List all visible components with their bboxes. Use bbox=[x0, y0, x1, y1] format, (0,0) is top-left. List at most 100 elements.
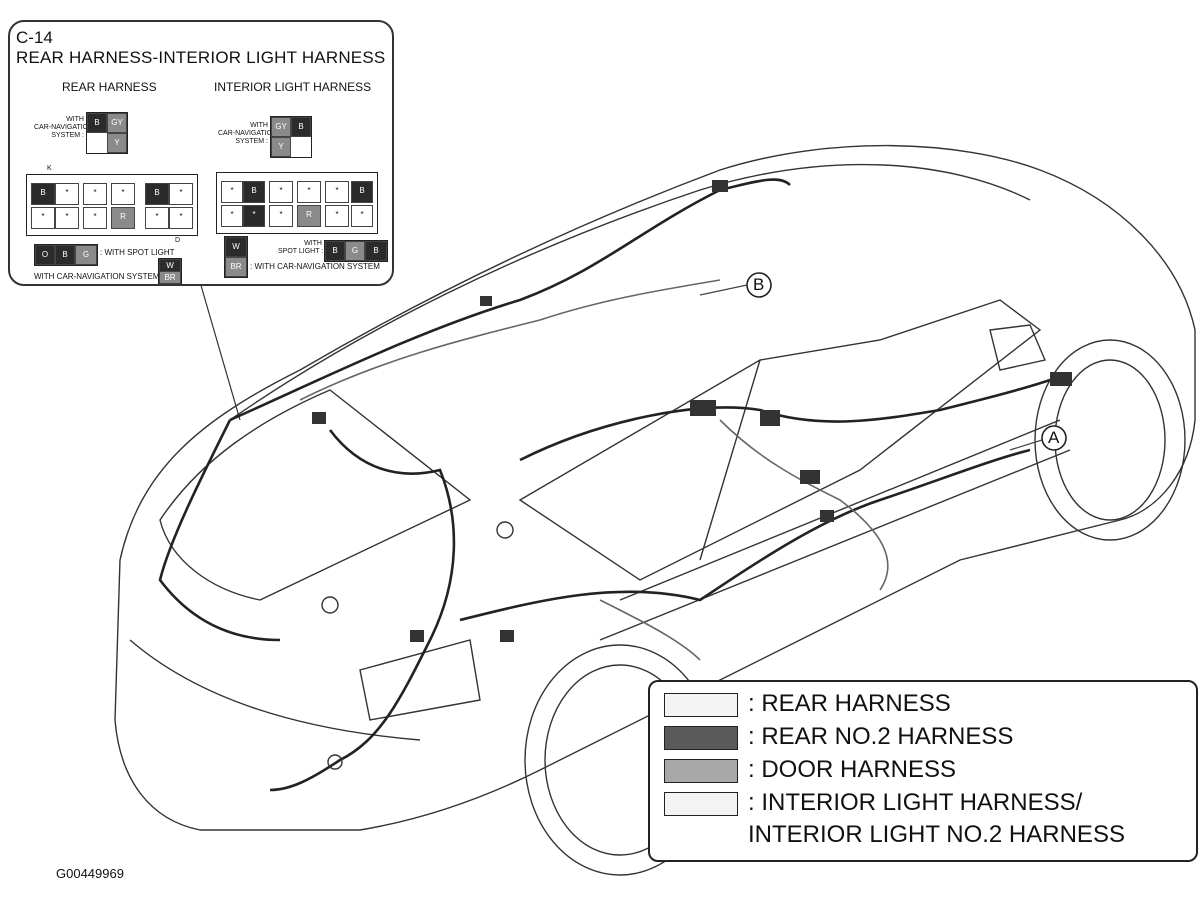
pin-cell: * bbox=[55, 183, 79, 205]
pin-cell: Y bbox=[271, 137, 291, 157]
right-nav-bottom-label: : WITH CAR-NAVIGATION SYSTEM bbox=[250, 262, 380, 271]
pin-cell: * bbox=[297, 181, 321, 203]
pin-cell: B bbox=[243, 181, 265, 203]
pin-cell: * bbox=[83, 183, 107, 205]
connector-block bbox=[1050, 372, 1072, 386]
pin-cell: * bbox=[269, 181, 293, 203]
right-main-connector: * B * * * B * * * R * * bbox=[216, 172, 378, 234]
pin-cell: R bbox=[297, 205, 321, 227]
pin-cell: G bbox=[75, 245, 97, 265]
pin-cell: B bbox=[351, 181, 373, 203]
pin-cell: W bbox=[225, 237, 247, 257]
right-nav-label: WITH CAR-NAVIGATION SYSTEM : bbox=[218, 122, 278, 145]
pin-cell: BR bbox=[159, 271, 181, 284]
rear-bumper bbox=[129, 639, 421, 741]
connector-block bbox=[312, 412, 326, 424]
left-nav-bottom-label: WITH CAR-NAVIGATION SYSTEM : bbox=[34, 272, 164, 281]
pin-cell: B bbox=[145, 183, 169, 205]
pin-cell: * bbox=[31, 207, 55, 229]
marker-a-line bbox=[1009, 439, 1043, 451]
harness-liftgate bbox=[328, 429, 456, 641]
pin-cell: * bbox=[269, 205, 293, 227]
pin-cell: GY bbox=[271, 117, 291, 137]
marker-a: A bbox=[1048, 428, 1060, 447]
figure-code: G00449969 bbox=[56, 866, 124, 881]
pin-cell: B bbox=[291, 117, 311, 137]
right-nav-bottom-connector: W BR bbox=[224, 236, 248, 278]
pin-cell: * bbox=[325, 205, 349, 227]
harness-tail bbox=[269, 639, 432, 792]
front-wheel-arch bbox=[1034, 339, 1186, 541]
legend-label: : INTERIOR LIGHT HARNESS/ bbox=[748, 789, 1083, 816]
legend-continuation: INTERIOR LIGHT NO.2 HARNESS bbox=[748, 821, 1125, 848]
connector-block bbox=[820, 510, 834, 522]
legend-swatch bbox=[664, 759, 738, 783]
rear-harness-heading: REAR HARNESS bbox=[62, 80, 157, 94]
pin-cell: B bbox=[325, 241, 345, 261]
connector-block bbox=[712, 180, 728, 192]
pin-cell: * bbox=[169, 207, 193, 229]
marker-a-circle bbox=[1041, 425, 1067, 451]
pin-cell: * bbox=[221, 205, 243, 227]
pin-cell: Y bbox=[107, 133, 127, 153]
connector-block bbox=[410, 630, 424, 642]
harness-side bbox=[519, 378, 1051, 462]
connector-block bbox=[500, 630, 514, 642]
pin-cell: B bbox=[87, 113, 107, 133]
connector-code: C-14 bbox=[16, 28, 53, 47]
grommet bbox=[496, 521, 514, 539]
right-spot-connector: B G B bbox=[324, 240, 388, 262]
pin-cell: * bbox=[221, 181, 243, 203]
legend-label: : REAR HARNESS bbox=[748, 690, 951, 717]
left-nav-bottom-connector: W BR bbox=[158, 258, 182, 284]
grommet bbox=[321, 596, 339, 614]
marker-b-line bbox=[699, 284, 748, 296]
side-mirror bbox=[989, 324, 1046, 371]
side-window bbox=[518, 299, 1042, 581]
pin-cell: * bbox=[351, 205, 373, 227]
pin-cell: R bbox=[111, 207, 135, 229]
pin-cell: G bbox=[345, 241, 365, 261]
connector-title: REAR HARNESS-INTERIOR LIGHT HARNESS bbox=[16, 48, 386, 67]
pin-cell: * bbox=[83, 207, 107, 229]
harness-legend: : REAR HARNESS : REAR NO.2 HARNESS : DOO… bbox=[648, 680, 1198, 862]
window-pillar bbox=[699, 359, 761, 561]
harness-quarter bbox=[599, 599, 701, 661]
pin-cell: * bbox=[325, 181, 349, 203]
interior-light-harness-heading: INTERIOR LIGHT HARNESS bbox=[214, 80, 372, 94]
left-spot-connector: O B G bbox=[34, 244, 98, 266]
connector-block bbox=[480, 296, 492, 306]
sill-line bbox=[599, 449, 1071, 641]
grommet bbox=[327, 754, 343, 770]
harness-floor bbox=[459, 448, 1031, 622]
left-spot-label: : WITH SPOT LIGHT bbox=[100, 248, 175, 257]
car-body-outline bbox=[114, 144, 1196, 831]
callout-leader bbox=[199, 281, 241, 421]
door-line bbox=[619, 419, 1061, 601]
pin-k-label: K bbox=[47, 165, 52, 172]
pin-cell: B bbox=[31, 183, 55, 205]
pin-cell: W bbox=[159, 259, 181, 272]
legend-swatch bbox=[664, 693, 738, 717]
connector-block bbox=[760, 410, 780, 426]
left-nav-connector: B GY Y bbox=[86, 112, 128, 154]
left-main-connector: K D B * * * B * * * * R * * bbox=[26, 165, 198, 244]
pin-cell: B bbox=[55, 245, 75, 265]
harness-interior-light bbox=[299, 279, 721, 401]
marker-b: B bbox=[753, 275, 765, 294]
legend-swatch bbox=[664, 726, 738, 750]
harness-roof bbox=[229, 178, 791, 422]
harness-rear-gate bbox=[158, 419, 281, 642]
rear-window bbox=[159, 389, 472, 601]
pin-cell: BR bbox=[225, 257, 247, 277]
right-spot-label: WITH SPOT LIGHT : bbox=[278, 240, 324, 255]
legend-swatch bbox=[664, 792, 738, 816]
connector-block bbox=[690, 400, 716, 416]
roof-line bbox=[229, 163, 1031, 421]
license-plate-recess bbox=[359, 639, 481, 721]
connector-block bbox=[800, 470, 820, 484]
connector-callout: C-14 REAR HARNESS-INTERIOR LIGHT HARNESS… bbox=[8, 20, 394, 286]
right-nav-connector: GY B Y bbox=[270, 116, 312, 158]
